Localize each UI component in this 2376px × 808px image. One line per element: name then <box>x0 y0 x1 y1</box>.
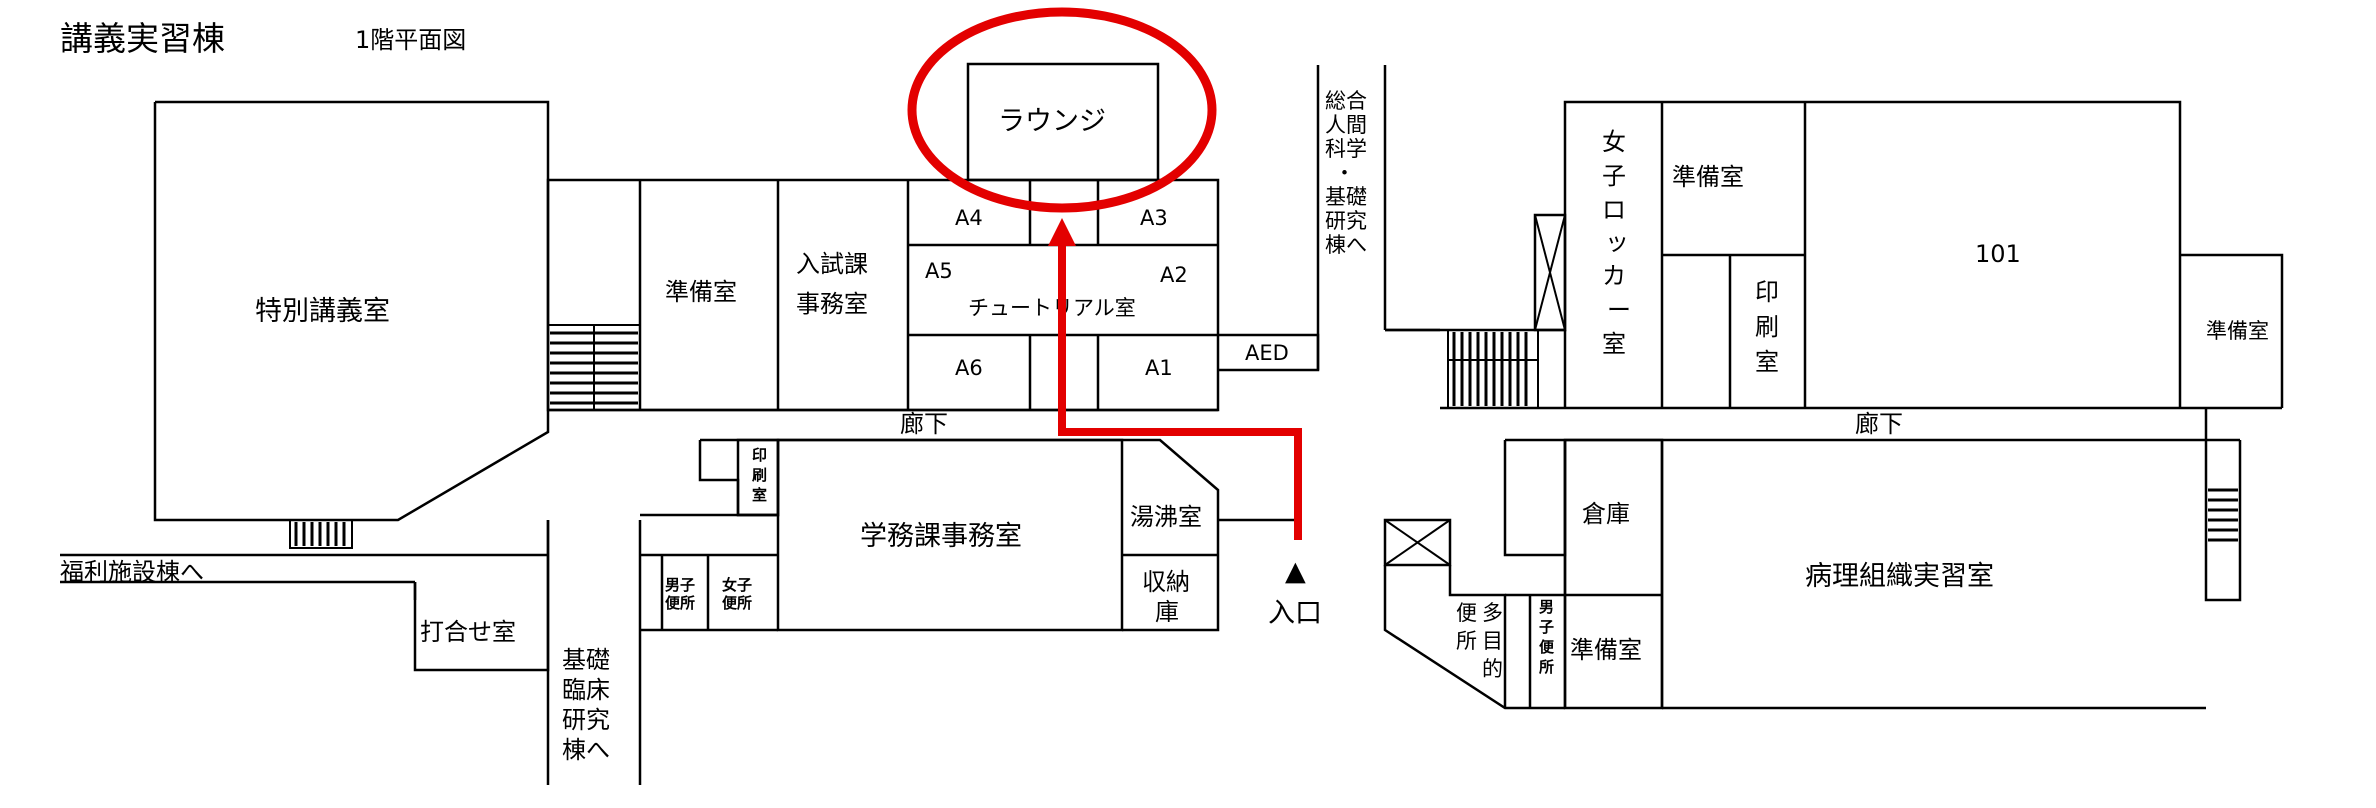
center-top-block <box>546 178 1220 412</box>
building-title: 講義実習棟 <box>60 19 225 58</box>
womens-wc-center: 女子 便所 <box>722 576 752 612</box>
room-a6-label: A6 <box>955 356 983 380</box>
svg-text:印: 印 <box>752 446 767 464</box>
svg-text:基礎: 基礎 <box>1325 185 1367 209</box>
stair-left-bottom <box>289 519 353 549</box>
special-lecture-room <box>153 100 550 522</box>
svg-text:研究: 研究 <box>562 706 610 734</box>
svg-text:・: ・ <box>1334 161 1355 185</box>
prep-bottom-right-label: 準備室 <box>1570 636 1642 664</box>
svg-text:総合: 総合 <box>1325 89 1367 113</box>
storage-label-1: 収納 <box>1142 568 1190 596</box>
stair-right-upper <box>1447 329 1539 409</box>
svg-text:ロ: ロ <box>1602 196 1626 224</box>
svg-text:的: 的 <box>1482 657 1503 681</box>
stair-far-right <box>2204 408 2242 602</box>
svg-text:ー: ー <box>1607 296 1631 324</box>
room-a4-label: A4 <box>955 206 983 230</box>
svg-text:多: 多 <box>1482 601 1503 625</box>
special-lecture-label: 特別講義室 <box>255 296 390 327</box>
welfare-label: 福利施設棟へ <box>60 558 204 586</box>
svg-text:便所: 便所 <box>722 594 752 612</box>
svg-text:便: 便 <box>1456 601 1477 625</box>
svg-text:刷: 刷 <box>752 466 767 484</box>
academic-affairs-label: 学務課事務室 <box>860 521 1022 552</box>
route-arrow <box>1048 218 1302 540</box>
print-room-small: 印 刷 室 <box>736 438 780 517</box>
multi-purpose-wc <box>1383 565 1565 710</box>
room-101-label: 101 <box>1975 240 2021 268</box>
multi-wc-label-2: 多 目 的 <box>1482 601 1503 681</box>
svg-text:人間: 人間 <box>1325 113 1367 137</box>
right-bottom-block <box>1503 438 2206 710</box>
mens-wc-right-label: 男 子 便 所 <box>1539 598 1555 676</box>
svg-text:ッ: ッ <box>1605 228 1629 256</box>
lounge-room <box>966 62 1160 182</box>
entrance-label: 入口 <box>1268 598 1322 629</box>
elevator-lower <box>1383 518 1452 567</box>
svg-text:カ: カ <box>1602 262 1626 290</box>
svg-text:女子: 女子 <box>722 576 752 594</box>
meeting-room <box>413 520 550 672</box>
pathology-label: 病理組織実習室 <box>1805 561 1994 592</box>
room-a5-label: A5 <box>925 259 953 283</box>
svg-text:科学: 科学 <box>1325 137 1367 161</box>
svg-text:所: 所 <box>1456 629 1477 653</box>
corridor-left-label: 廊下 <box>900 410 948 438</box>
admissions-label-2: 事務室 <box>796 290 868 318</box>
basic-clinical-corridor <box>546 520 642 785</box>
svg-text:所: 所 <box>1539 658 1554 676</box>
svg-text:便: 便 <box>1539 638 1555 656</box>
mens-wc-center: 男子 便所 <box>665 576 695 612</box>
svg-text:男: 男 <box>1539 598 1554 616</box>
print-room-right-label: 印 刷 室 <box>1755 278 1779 376</box>
svg-text:刷: 刷 <box>1755 313 1779 341</box>
svg-text:印: 印 <box>1755 278 1779 306</box>
womens-locker-label: 女 子 ロ ッ カ ー 室 <box>1602 128 1631 358</box>
svg-text:臨床: 臨床 <box>562 676 610 704</box>
tutorial-label: チュートリアル室 <box>968 296 1136 320</box>
lounge-label: ラウンジ <box>998 106 1106 137</box>
svg-text:研究: 研究 <box>1325 209 1367 233</box>
svg-text:室: 室 <box>1602 330 1626 358</box>
svg-text:子: 子 <box>1602 162 1626 190</box>
corridor-right-label: 廊下 <box>1855 410 1903 438</box>
integrated-building-label: 総合 人間 科学 ・ 基礎 研究 棟へ <box>1325 89 1367 257</box>
kettle-label: 湯沸室 <box>1130 503 1202 531</box>
main-corridor <box>548 328 2282 442</box>
storage-label-2: 庫 <box>1155 598 1179 626</box>
svg-text:室: 室 <box>752 486 767 504</box>
svg-text:子: 子 <box>1539 618 1554 636</box>
elevator-upper <box>1533 213 1567 332</box>
basic-clinical-label: 基礎 臨床 研究 棟へ <box>562 646 610 764</box>
entrance-marker: ▲ <box>1285 556 1306 587</box>
right-wing-top <box>1385 100 2284 408</box>
meeting-room-label: 打合せ室 <box>420 618 516 646</box>
prep-far-right-label: 準備室 <box>2206 319 2269 343</box>
svg-text:棟へ: 棟へ <box>1325 233 1367 257</box>
prep-room-left-label: 準備室 <box>665 278 737 306</box>
room-a2-label: A2 <box>1160 263 1188 287</box>
multi-wc-label-1: 便 所 <box>1456 601 1477 653</box>
integrated-corridor <box>1316 65 1387 370</box>
stair-center-left <box>547 324 641 411</box>
kettle-storage <box>1122 438 1300 632</box>
warehouse-label: 倉庫 <box>1582 500 1630 528</box>
svg-text:棟へ: 棟へ <box>562 736 610 764</box>
floor-label: 1階平面図 <box>355 26 466 54</box>
room-a3-label: A3 <box>1140 206 1168 230</box>
svg-text:女: 女 <box>1602 128 1626 156</box>
room-a1-label: A1 <box>1145 356 1173 380</box>
svg-text:便所: 便所 <box>665 594 695 612</box>
prep-top-right-label: 準備室 <box>1672 163 1744 191</box>
aed-label: AED <box>1245 341 1289 365</box>
svg-text:目: 目 <box>1482 629 1503 653</box>
admissions-label-1: 入試課 <box>796 250 868 278</box>
svg-text:基礎: 基礎 <box>562 646 610 674</box>
lounge-highlight-circle <box>907 7 1217 213</box>
svg-text:男子: 男子 <box>665 576 695 594</box>
svg-text:室: 室 <box>1755 348 1779 376</box>
